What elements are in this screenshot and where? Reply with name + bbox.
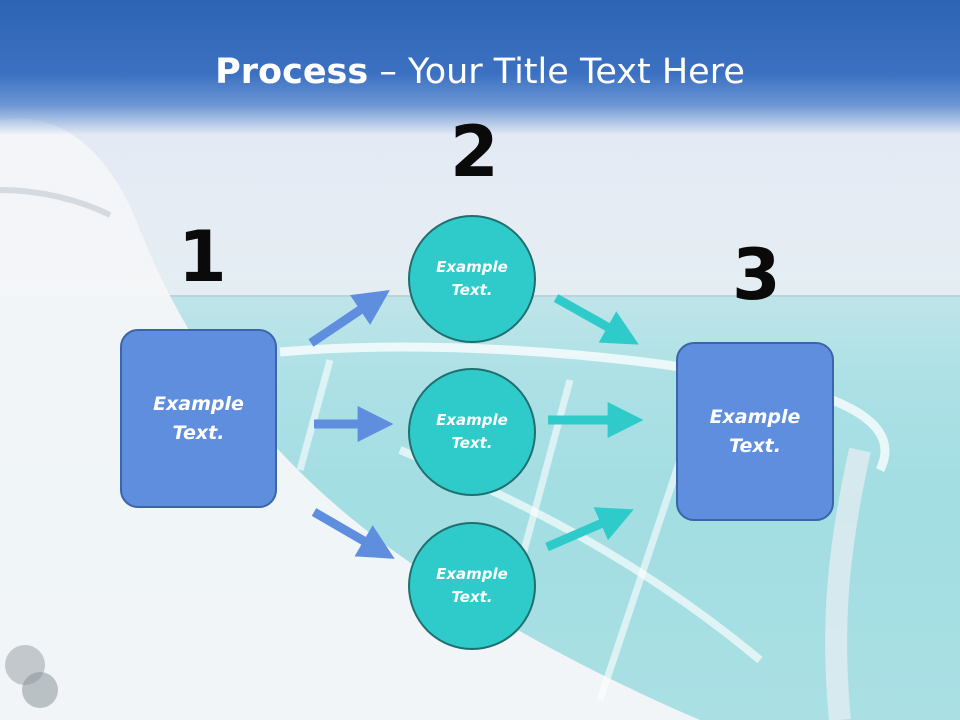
step-2-circle-top: Example Text.	[408, 215, 536, 343]
step-number-3: 3	[732, 234, 781, 316]
circle-bottom-text: Example Text.	[436, 565, 508, 606]
title-rest: – Your Title Text Here	[368, 52, 745, 92]
arrow-from-circle-bottom	[545, 507, 634, 552]
title-band	[0, 0, 960, 135]
title-bold: Process	[215, 52, 369, 92]
step-2-circle-bottom: Example Text.	[408, 522, 536, 650]
step-2-circle-middle: Example Text.	[408, 368, 536, 496]
step-1-text: Example Text.	[153, 392, 244, 444]
circle-top-text: Example Text.	[436, 258, 508, 299]
step-number-2: 2	[450, 111, 499, 193]
arrow-to-circle-bottom	[311, 508, 395, 559]
step-3-box: Example Text.	[676, 342, 834, 521]
step-3-text: Example Text.	[709, 405, 801, 457]
step-1-box: Example Text.	[120, 329, 277, 508]
slide-title: Process – Your Title Text Here	[0, 52, 960, 92]
step-number-1: 1	[178, 216, 227, 298]
arrow-to-circle-top	[308, 289, 390, 347]
arrow-from-circle-top	[553, 294, 639, 345]
circle-middle-text: Example Text.	[436, 411, 508, 452]
